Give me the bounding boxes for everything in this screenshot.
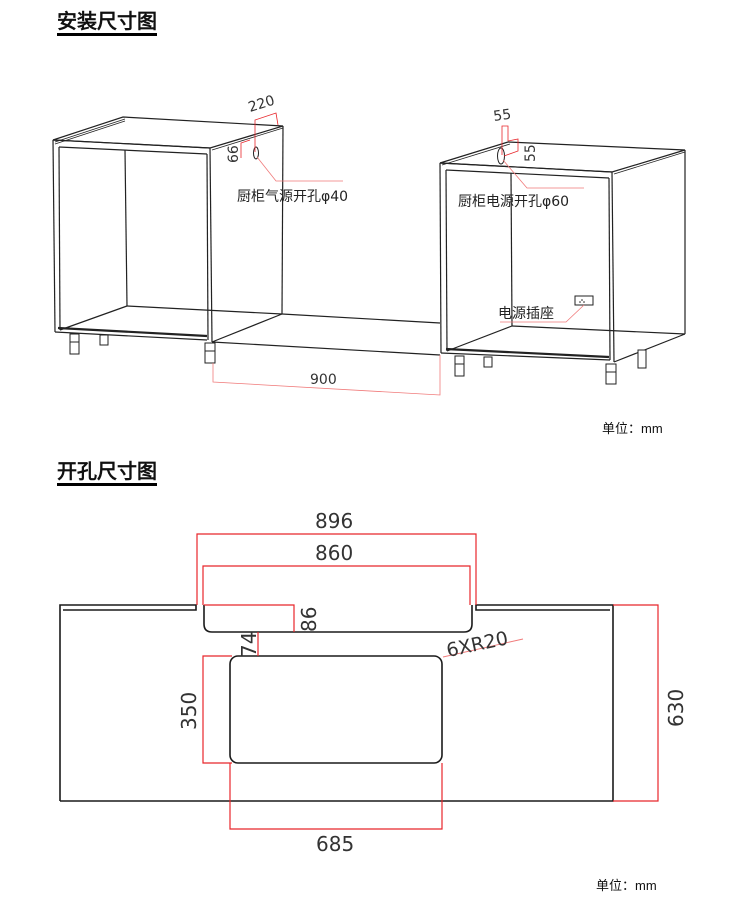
power-offset-h-label: 55 [492, 107, 512, 125]
unit-label-installation: 单位：mm [602, 421, 663, 436]
cabinet-gap-label: 900 [310, 372, 337, 388]
gas-hole-icon [253, 146, 259, 160]
right-cabinet [439, 141, 686, 363]
corner-radius-label: 6XR20 [444, 627, 510, 662]
gas-hole-label: 厨柜气源开孔φ40 [237, 189, 348, 205]
cutout-dimension-labels: 896 860 86 74 350 6XR20 685 630 [177, 509, 688, 856]
hole-width-label: 685 [316, 832, 354, 856]
hole-depth-label: 350 [177, 692, 201, 730]
installation-title: 安装尺寸图 [57, 10, 157, 36]
notch-depth-label: 86 [297, 607, 321, 632]
inner-width-label: 860 [315, 541, 353, 565]
left-cabinet-legs [69, 333, 216, 364]
cutout-dimensions [196, 533, 659, 830]
power-hole-label: 厨柜电源开孔φ60 [458, 194, 569, 210]
power-socket-icon [574, 295, 594, 306]
gas-offset-h-label: 220 [246, 93, 276, 116]
installation-diagram: 220 66 厨柜气源开孔φ40 55 55 厨柜电源开孔φ60 电源插座 90… [52, 93, 686, 396]
total-depth-label: 630 [664, 689, 688, 727]
power-socket-annotation: 电源插座 [498, 295, 594, 323]
cutout-title: 开孔尺寸图 [57, 460, 157, 486]
outer-width-label: 896 [315, 509, 353, 533]
power-offset-v-label: 55 [523, 144, 539, 162]
power-socket-label: 电源插座 [498, 306, 554, 322]
left-cabinet [52, 116, 441, 356]
gas-hole-annotation: 220 66 厨柜气源开孔φ40 [226, 93, 348, 205]
cabinet-gap-dimension: 900 [212, 355, 441, 396]
power-hole-annotation: 55 55 厨柜电源开孔φ60 [458, 107, 584, 210]
gap-label: 74 [237, 632, 261, 657]
gas-offset-v-label: 66 [226, 145, 242, 163]
right-cabinet-legs [454, 349, 647, 385]
countertop-outline [59, 604, 614, 802]
unit-label-cutout: 单位：mm [596, 878, 657, 893]
